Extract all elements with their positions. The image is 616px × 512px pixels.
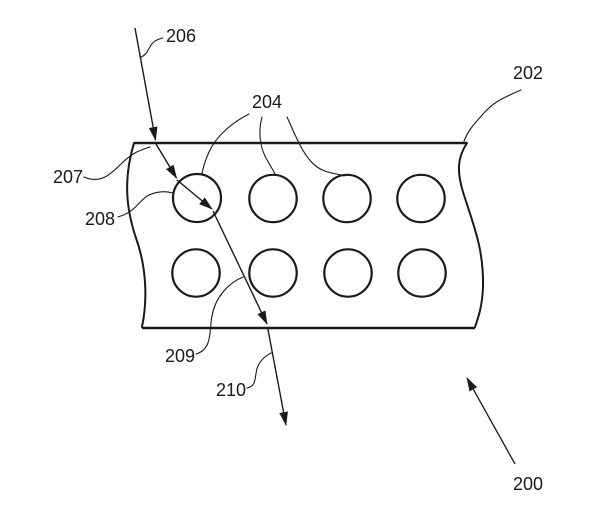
hole-circle-r2c2 [248,248,298,298]
hole-circle-r1c1 [171,172,223,224]
ray-to-hole-segment [155,143,178,179]
layer-left-break-edge [126,142,147,328]
ref-label-208: 208 [85,209,115,229]
ref-label-204: 204 [252,92,282,112]
ref-label-209: 209 [165,346,195,366]
hole-circle-r2c1 [171,248,221,298]
ref-label-207: 207 [53,167,83,187]
light-ray [134,27,288,426]
leader-207 [83,146,151,181]
ray-incident-segment [134,27,158,141]
reference-labels: 206 202 204 207 208 209 210 200 [53,26,543,494]
ref-label-200: 200 [513,474,543,494]
hole-circle-r1c4 [396,173,446,224]
leader-206 [139,37,164,59]
leader-210 [246,352,272,389]
hole-circle-r1c2 [248,173,298,224]
leader-208 [117,191,174,218]
leader-204-hole2 [259,116,276,175]
ray-through-layer-segment [212,210,268,325]
hole-circle-r2c3 [323,248,373,298]
hole-circle-r2c4 [397,248,447,298]
leader-209 [195,276,244,355]
hole-circle-r1c3 [322,173,372,224]
leader-204-hole1 [201,113,250,175]
ref-label-210: 210 [216,380,246,400]
leader-202 [463,89,522,142]
hole-array [171,172,447,298]
ray-inside-hole-segment [176,179,213,210]
layer-right-break-edge [457,142,485,328]
leader-lines [83,37,522,465]
ray-exit-segment [266,326,288,426]
leader-204-hole3 [286,116,345,177]
leader-arrow-200 [466,377,516,465]
ref-label-202: 202 [513,63,543,83]
layer-outline [126,141,485,330]
ref-label-206: 206 [166,26,196,46]
